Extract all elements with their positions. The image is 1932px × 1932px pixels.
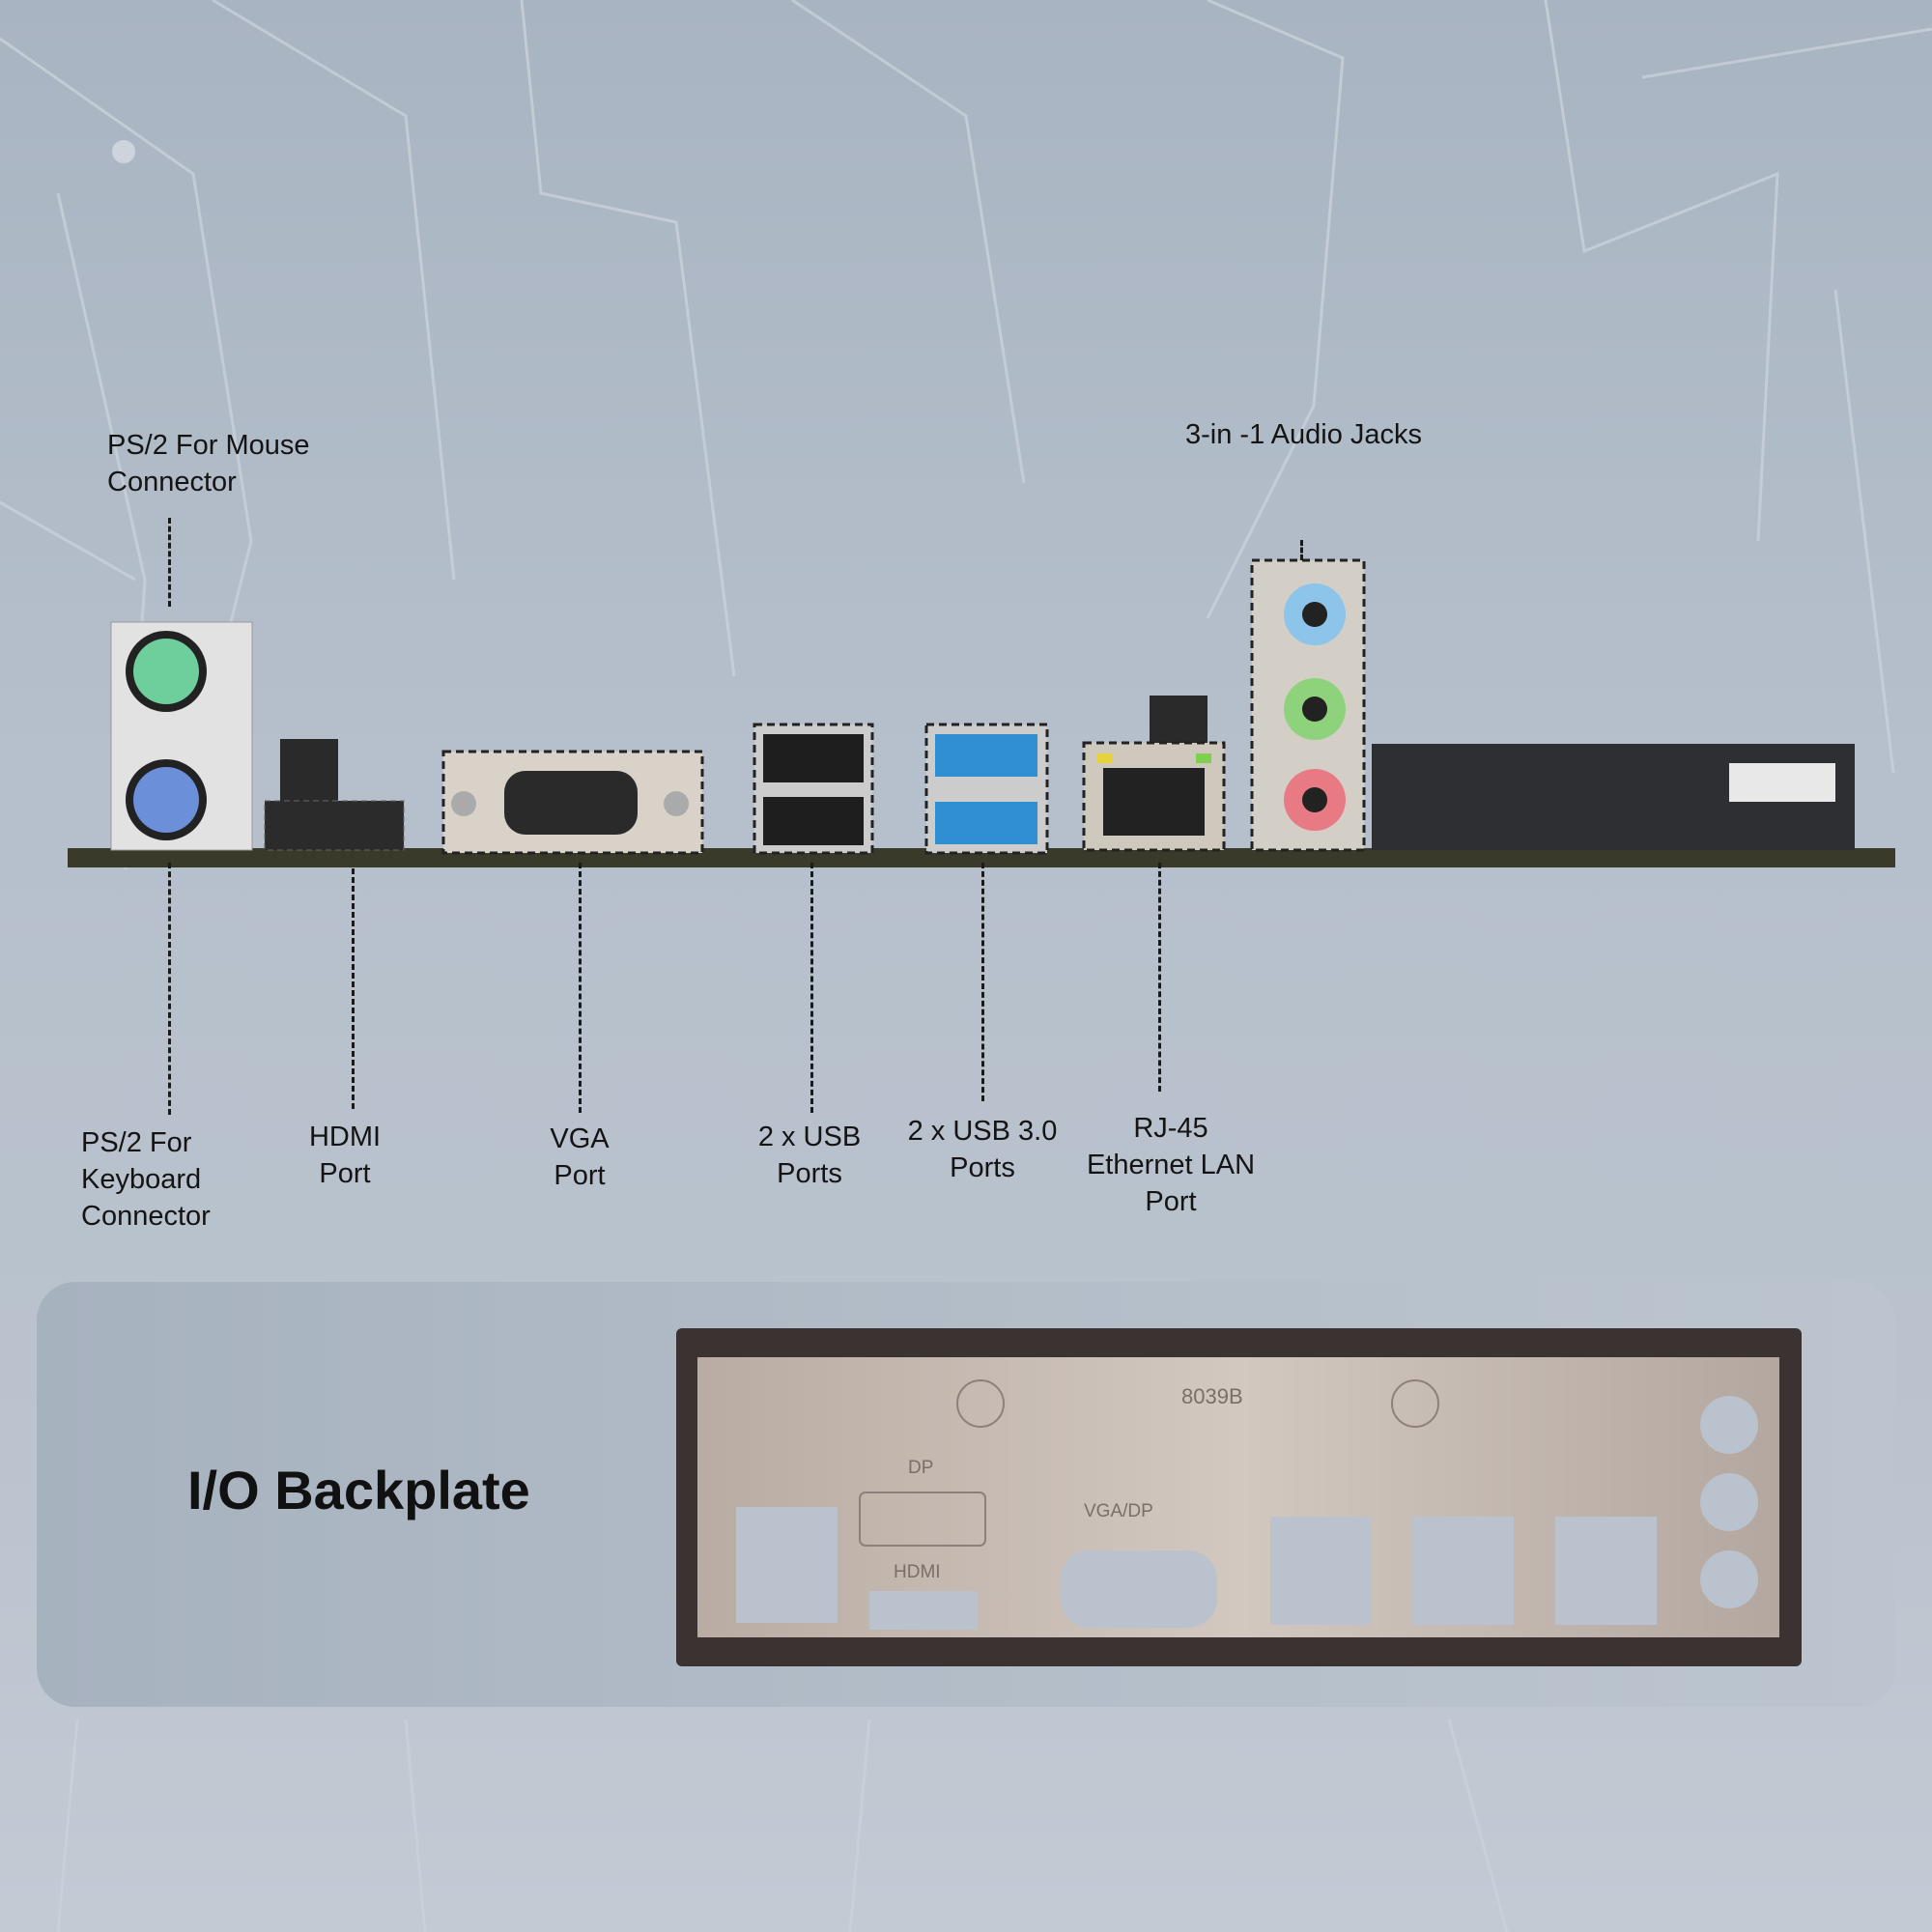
label-ps2-keyboard: PS/2 For Keyboard Connector [81, 1127, 211, 1232]
engraving-vga-dp: VGA/DP [1084, 1501, 1153, 1521]
label-usb3: 2 x USB 3.0 Ports [907, 1116, 1058, 1183]
hdmi-port [264, 800, 405, 851]
leader-usb [810, 863, 813, 1113]
engraving-dp: DP [908, 1458, 933, 1478]
label-ps2-mouse: PS/2 For Mouse Connector [107, 430, 310, 497]
label-rj45: RJ-45 Ethernet LAN Port [1086, 1113, 1256, 1217]
leader-usb3 [981, 863, 984, 1101]
ps2-port-block [110, 621, 253, 851]
usb2-ports [753, 723, 874, 855]
rj45-port [1082, 741, 1226, 852]
engraving-model: 8039B [1181, 1384, 1243, 1408]
backplate-title: I/O Backplate [187, 1460, 530, 1520]
audio-jacks [1250, 558, 1366, 852]
leader-ps2-mouse [168, 518, 171, 607]
vga-port [441, 750, 704, 855]
io-backplate-image: 8039B DP HDMI VGA/DP [676, 1328, 1802, 1671]
ps2-keyboard-port [133, 767, 199, 833]
leader-hdmi [352, 868, 355, 1109]
engraving-hdmi: HDMI [894, 1562, 941, 1582]
leader-audio [1300, 540, 1303, 560]
label-hdmi: HDMI Port [308, 1122, 382, 1189]
ps2-mouse-port [133, 639, 199, 704]
usb3-ports [924, 723, 1049, 855]
label-vga: VGA Port [550, 1123, 610, 1191]
motherboard-io-edge [0, 0, 1932, 918]
label-audio-jacks: 3-in -1 Audio Jacks [1185, 419, 1423, 450]
leader-ps2-keyboard [168, 863, 171, 1115]
label-usb: 2 x USB Ports [757, 1122, 862, 1189]
leader-vga [579, 863, 582, 1113]
leader-rj45 [1158, 863, 1161, 1092]
